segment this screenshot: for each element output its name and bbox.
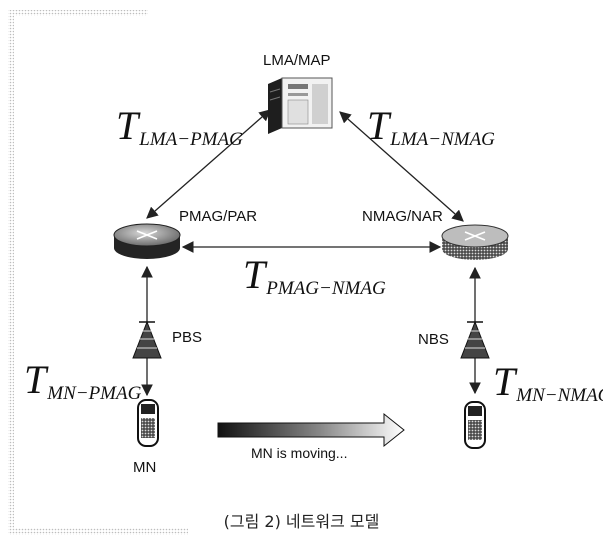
t-subscript: MN−NMAG bbox=[516, 385, 603, 406]
nbs-label: NBS bbox=[418, 331, 449, 348]
nmag-nar-label: NMAG/NAR bbox=[362, 208, 443, 225]
label-t-mn-nmag: TMN−NMAG bbox=[493, 362, 603, 402]
label-t-mn-pmag: TMN−PMAG bbox=[24, 360, 141, 400]
mn-phone-icon-moved bbox=[465, 402, 485, 448]
lma-map-label: LMA/MAP bbox=[263, 52, 331, 69]
t-subscript: LMA−NMAG bbox=[390, 129, 495, 150]
t-base: T bbox=[24, 357, 46, 402]
label-t-lma-pmag: TLMA−PMAG bbox=[116, 106, 243, 146]
nmag-router-icon bbox=[442, 225, 508, 260]
label-t-lma-nmag: TLMA−NMAG bbox=[367, 106, 495, 146]
lma-server-icon bbox=[268, 78, 332, 134]
pbs-label: PBS bbox=[172, 329, 202, 346]
t-base: T bbox=[116, 103, 138, 148]
pmag-par-label: PMAG/PAR bbox=[179, 208, 257, 225]
pmag-router-icon bbox=[114, 224, 180, 259]
label-t-pmag-nmag: TPMAG−NMAG bbox=[243, 255, 386, 295]
t-base: T bbox=[243, 252, 265, 297]
figure-caption: (그림 2) 네트워크 모델 bbox=[0, 508, 603, 532]
frame-border bbox=[8, 10, 188, 535]
nbs-antenna-icon bbox=[461, 322, 489, 358]
t-subscript: PMAG−NMAG bbox=[266, 278, 385, 299]
movement-arrow bbox=[218, 414, 404, 446]
t-subscript: LMA−PMAG bbox=[139, 129, 243, 150]
pbs-antenna-icon bbox=[133, 322, 161, 358]
t-base: T bbox=[367, 103, 389, 148]
t-subscript: MN−PMAG bbox=[47, 383, 141, 404]
mn-phone-icon bbox=[138, 400, 158, 446]
mn-moving-label: MN is moving... bbox=[251, 445, 347, 461]
t-base: T bbox=[493, 359, 515, 404]
mn-label: MN bbox=[133, 459, 156, 476]
